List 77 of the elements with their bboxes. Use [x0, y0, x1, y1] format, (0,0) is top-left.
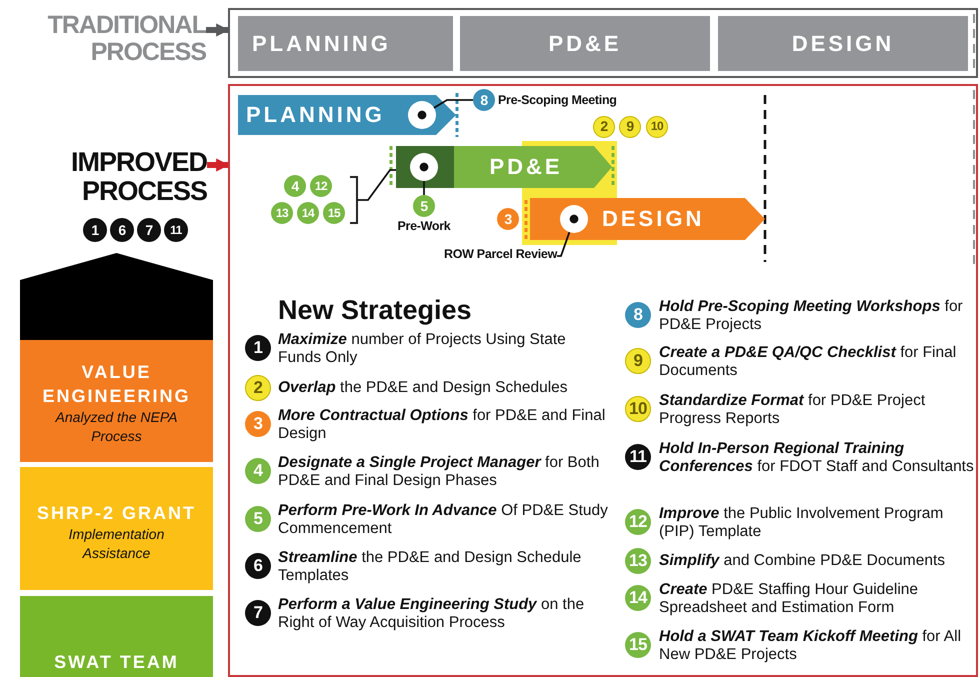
stack-heading: SHRP-2 GRANT	[36, 502, 197, 525]
stack-heading: VALUE ENGINEERING	[41, 361, 192, 408]
callout-label: Pre-Scoping Meeting	[498, 92, 618, 108]
step-number: 10	[625, 396, 651, 422]
step-number: 11	[625, 444, 651, 470]
step-number: 8	[625, 302, 651, 328]
stack-subtitle: Analyzed the NEPA Process	[54, 408, 178, 446]
step-number: 14	[625, 585, 651, 611]
strategy-text: Create PD&E Staffing Hour Guideline Spreadsheet and Estimation Form	[659, 581, 920, 616]
section-heading: New Strategies	[278, 294, 473, 327]
leader-line	[357, 169, 396, 201]
step-number: 5	[413, 195, 435, 217]
strategy-text: Improve the Public Involvement Program (PIP) Template	[659, 505, 944, 540]
phase-block: DESIGN	[718, 16, 968, 71]
step-number: 3	[245, 411, 271, 437]
phase-block: PD&E	[460, 16, 710, 71]
strategy-text: Perform a Value Engineering Study on the Right of Way Acquisition Process	[278, 596, 586, 631]
leader-line	[434, 99, 473, 109]
step-number: 4	[284, 175, 306, 197]
step-number: 10	[646, 116, 668, 138]
leader-line	[557, 232, 570, 257]
process-heading: TRADITIONAL PROCESS	[20, 12, 206, 76]
step-number: 1	[245, 335, 271, 361]
strategy-text: Maximize number of Projects Using State Funds Only	[278, 331, 567, 366]
step-number: 13	[625, 548, 651, 574]
step-number: 2	[593, 116, 615, 138]
strategy-text: Streamline the PD&E and Design Schedule Templates	[278, 549, 582, 584]
strategy-text: Hold a SWAT Team Kickoff Meeting for All New PD&E Projects	[659, 628, 962, 663]
stack-block	[20, 340, 213, 462]
step-number: 15	[323, 202, 345, 224]
stack-block	[20, 596, 213, 677]
upward-arrow-block	[20, 253, 213, 340]
step-number: 12	[310, 175, 332, 197]
step-number: 14	[297, 202, 319, 224]
callout-label: ROW Parcel Review	[430, 248, 557, 265]
step-number: 6	[245, 553, 271, 579]
strategy-text: Hold Pre-Scoping Meeting Workshops for PD&E Projects	[659, 298, 964, 333]
stack-subtitle: Implementation Assistance	[68, 525, 166, 563]
step-number: 13	[271, 202, 293, 224]
step-number: 5	[245, 506, 271, 532]
strategy-text: Perform Pre-Work In Advance Of PD&E Study Commencement	[278, 502, 608, 537]
step-number: 9	[619, 116, 641, 138]
phase-block: PLANNING	[238, 16, 453, 71]
strategy-text: Designate a Single Project Manager for Both PD&E and Final Design Phases	[278, 454, 600, 489]
phase-label: PLANNING	[246, 102, 386, 128]
phase-arrow	[396, 146, 612, 188]
step-number: 2	[245, 375, 271, 401]
callout-label: Pre-Work	[396, 218, 452, 234]
strategy-text: Simplify and Combine PD&E Documents	[659, 552, 946, 570]
step-number: 12	[625, 509, 651, 535]
phase-arrow	[238, 95, 456, 135]
step-number: 7	[137, 218, 161, 242]
process-frame	[228, 8, 978, 78]
process-frame	[228, 84, 978, 677]
step-number: 7	[245, 600, 271, 626]
strategy-text: Standardize Format for PD&E Project Progress Reports	[659, 392, 926, 427]
strategy-text: Create a PD&E QA/QC Checklist for Final Documents	[659, 344, 958, 379]
step-number: 8	[473, 89, 495, 111]
step-number: 1	[83, 218, 107, 242]
step-number: 3	[497, 208, 519, 230]
arrow	[206, 23, 230, 37]
phase-arrow	[530, 198, 765, 240]
strategy-text: More Contractual Options for PD&E and Final Design	[278, 407, 606, 442]
step-number: 6	[110, 218, 134, 242]
step-number: 15	[625, 632, 651, 658]
stack-heading: SWAT TEAM	[53, 651, 180, 674]
step-number: 11	[164, 218, 188, 242]
phase-label: DESIGN	[602, 206, 706, 232]
process-heading: IMPROVED PROCESS	[44, 148, 207, 212]
step-number: 9	[625, 348, 651, 374]
step-number: 4	[245, 458, 271, 484]
arrow	[207, 158, 230, 172]
leader-line	[423, 181, 425, 195]
strategy-text: Overlap the PD&E and Design Schedules	[278, 379, 569, 396]
strategy-text: Hold In-Person Regional Training Conferences for FDOT Staff and Consultants	[659, 440, 975, 475]
stack-block	[20, 467, 213, 590]
phase-label: PD&E	[488, 154, 564, 180]
